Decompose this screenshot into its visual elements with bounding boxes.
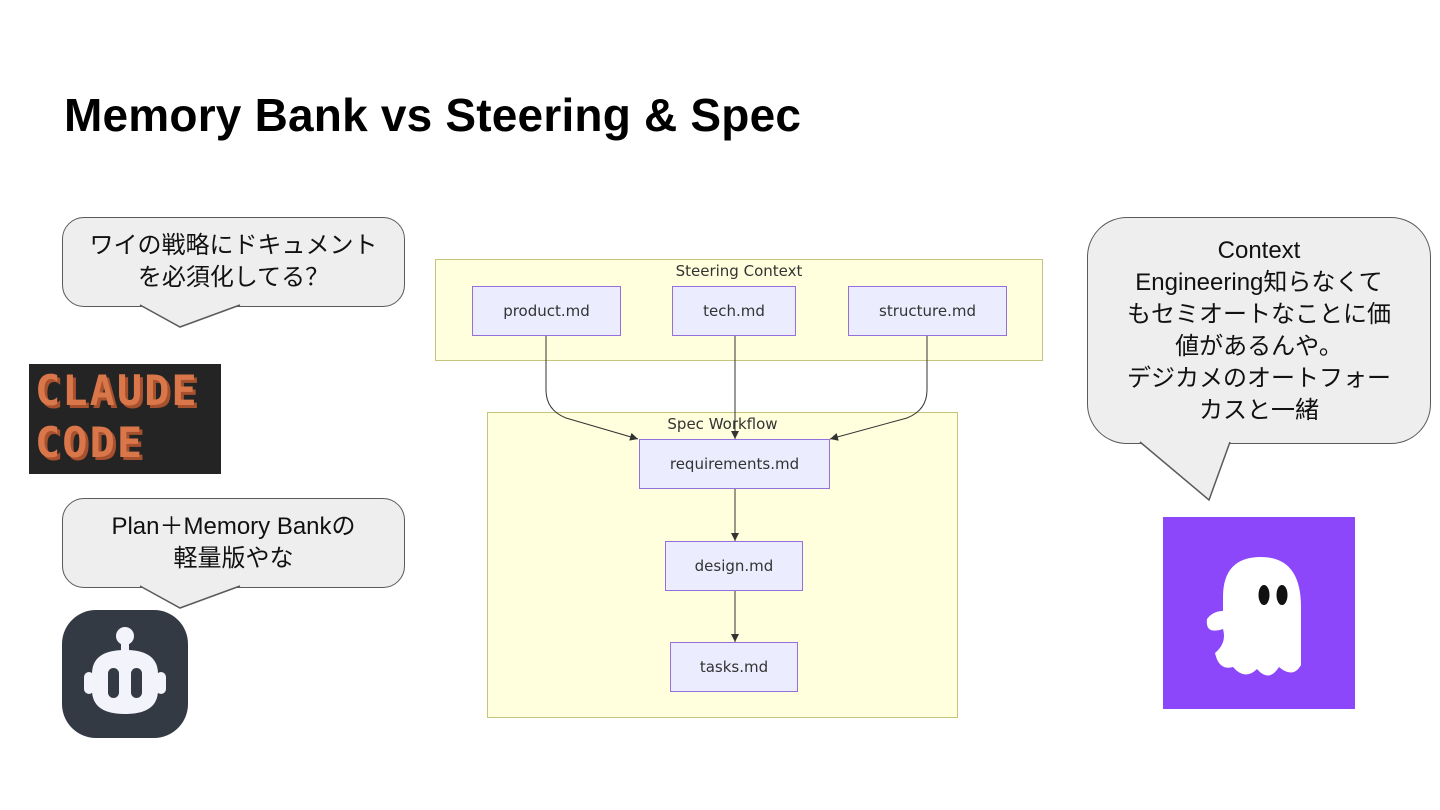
bubble-line: カスと一緒 [1199,396,1319,424]
speech-bubble-bottom-left: Plan＋Memory Bankの 軽量版やな [62,498,405,588]
speech-bubble-tail [1139,441,1231,502]
copilot-robot-icon [62,610,188,738]
bubble-line: 値があるんや。 [1175,332,1343,360]
speech-bubble-tail [139,585,241,609]
bubble-line: Context [1217,236,1301,264]
speech-bubble-tail [139,304,241,328]
node-design: design.md [665,541,803,591]
bubble-line: Plan＋Memory Bankの [111,513,356,540]
speech-bubble-right: Context Engineering知らなくて もセミオートなことに価 値があ… [1087,217,1431,444]
bubble-line: デジカメのオートフォー [1127,364,1391,392]
claude-code-logo: CLAUDE CODE [29,364,221,474]
bubble-line: を必須化してる？ [137,264,330,291]
ghost-icon [1206,557,1301,676]
node-tech: tech.md [672,286,796,336]
bubble-line: 軽量版やな [173,545,294,572]
bubble-line: もセミオートなことに価 [1127,300,1391,328]
speech-bubble-top-left: ワイの戦略にドキュメント を必須化してる？ [62,217,405,307]
node-tasks: tasks.md [670,642,798,692]
node-product: product.md [472,286,621,336]
bubble-line: ワイの戦略にドキュメント [89,232,378,259]
bubble-line: Engineering知らなくて [1135,268,1383,296]
logo-text-line: CODE [35,420,219,466]
node-requirements: requirements.md [639,439,830,489]
spec-workflow-label: Spec Workflow [667,415,778,433]
edge-structure-requirements [829,336,928,441]
slide-title: Memory Bank vs Steering & Spec [64,89,802,141]
edge-product-requirements [545,336,639,441]
node-structure: structure.md [848,286,1007,336]
steering-context-label: Steering Context [675,262,803,280]
logo-text-line: CLAUDE [35,368,219,414]
ghost-logo [1163,517,1355,709]
